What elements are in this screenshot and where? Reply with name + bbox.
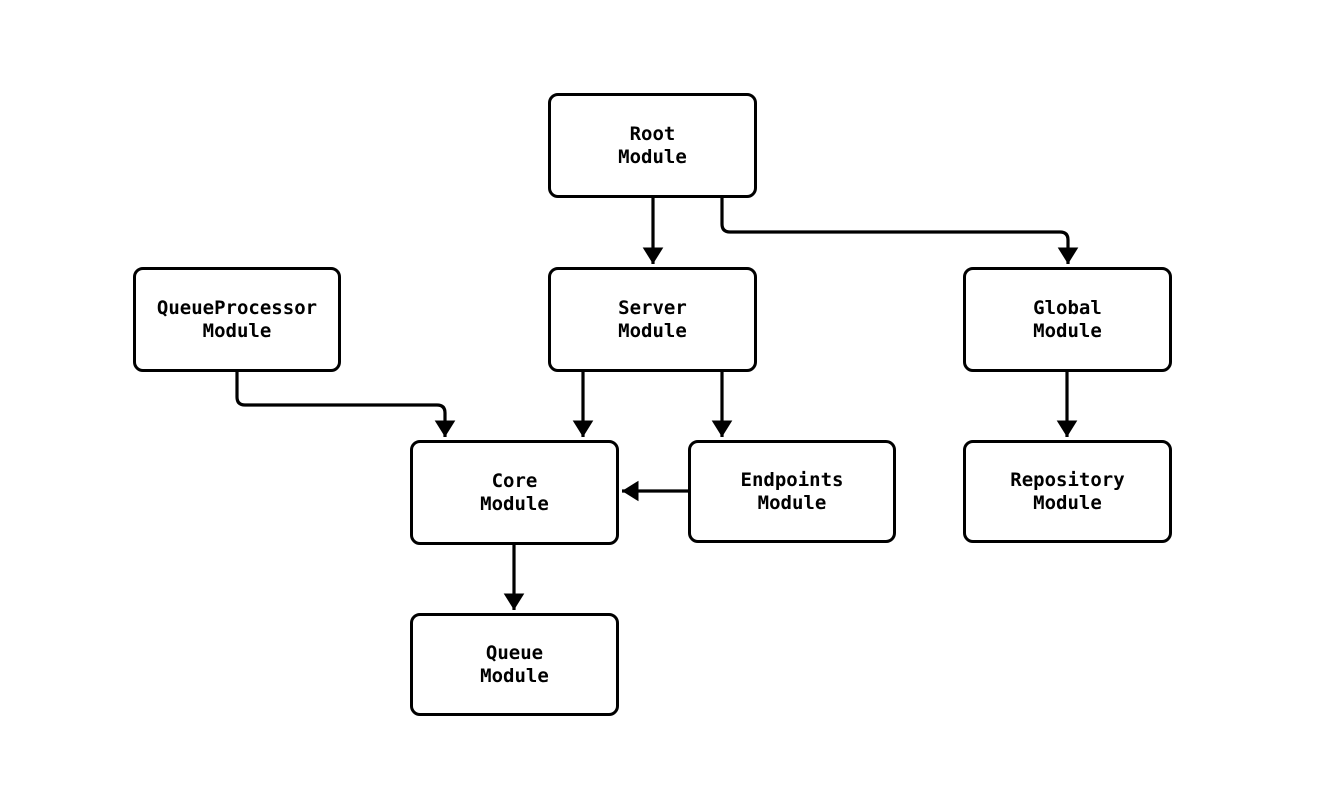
node-queue-module-label-line: Module <box>480 664 549 687</box>
node-endpoints-module-label-line: Endpoints <box>740 468 844 491</box>
node-server-module-label-line: Server <box>618 296 687 319</box>
node-server-module-label-line: Module <box>618 319 687 342</box>
node-core-module-label-line: Core <box>491 469 538 492</box>
node-queueprocessor-module-label-line: QueueProcessor <box>156 296 318 319</box>
node-global-module-label-line: Global <box>1033 296 1102 319</box>
node-global-module-label-line: Module <box>1033 319 1102 342</box>
node-queue-module-label-line: Queue <box>485 641 544 664</box>
node-queueprocessor-module-label-line: Module <box>202 319 272 342</box>
node-root-module-label-line: Root <box>629 122 676 145</box>
node-repository-module-label-line: Repository <box>1010 468 1125 491</box>
node-endpoints-module-label-line: Module <box>757 491 827 514</box>
edge-queueprocessor-module-to-core-module <box>235 372 456 437</box>
edge-root-module-to-global-module <box>720 198 1079 264</box>
node-core-module-label-line: Module <box>480 492 549 515</box>
node-repository-module-label-line: Module <box>1033 491 1102 514</box>
node-root-module-label-line: Module <box>618 145 687 168</box>
